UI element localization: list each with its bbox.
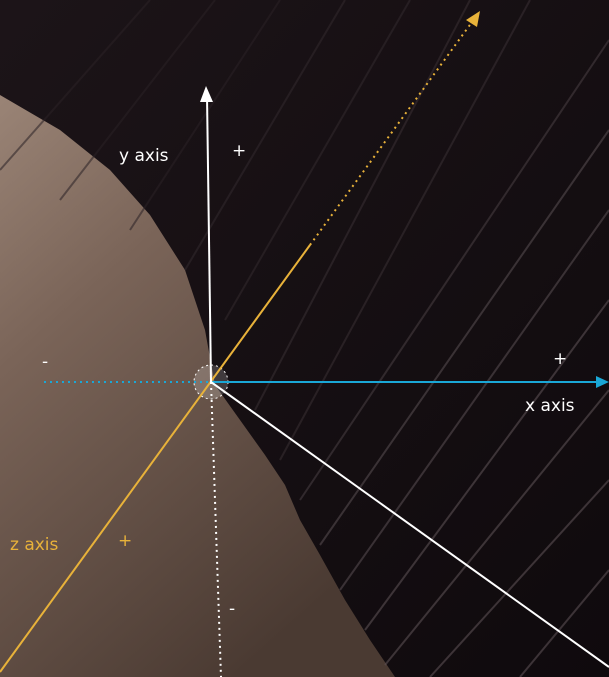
y-axis-dotted-negative: [210, 381, 222, 677]
z-axis-label: z axis: [10, 535, 59, 555]
z-axis-dotted-extension: [309, 21, 473, 246]
diagonal-projection-line: [210, 381, 609, 668]
y-axis-plus-sign: +: [232, 141, 247, 161]
y-axis-arrowhead: [200, 86, 213, 102]
x-axis-minus-sign: -: [42, 352, 49, 372]
surface-background: [0, 95, 395, 677]
y-axis-label: y axis: [119, 146, 169, 166]
y-axis-line: [206, 95, 212, 383]
x-axis-label: x axis: [525, 396, 575, 416]
x-axis-plus-sign: +: [553, 349, 568, 369]
x-axis-arrowhead: [596, 376, 609, 388]
z-axis-arrowhead: [466, 11, 480, 27]
y-axis-minus-sign: -: [229, 599, 236, 619]
z-axis-line: [0, 244, 311, 673]
z-axis-plus-sign: +: [118, 531, 133, 551]
